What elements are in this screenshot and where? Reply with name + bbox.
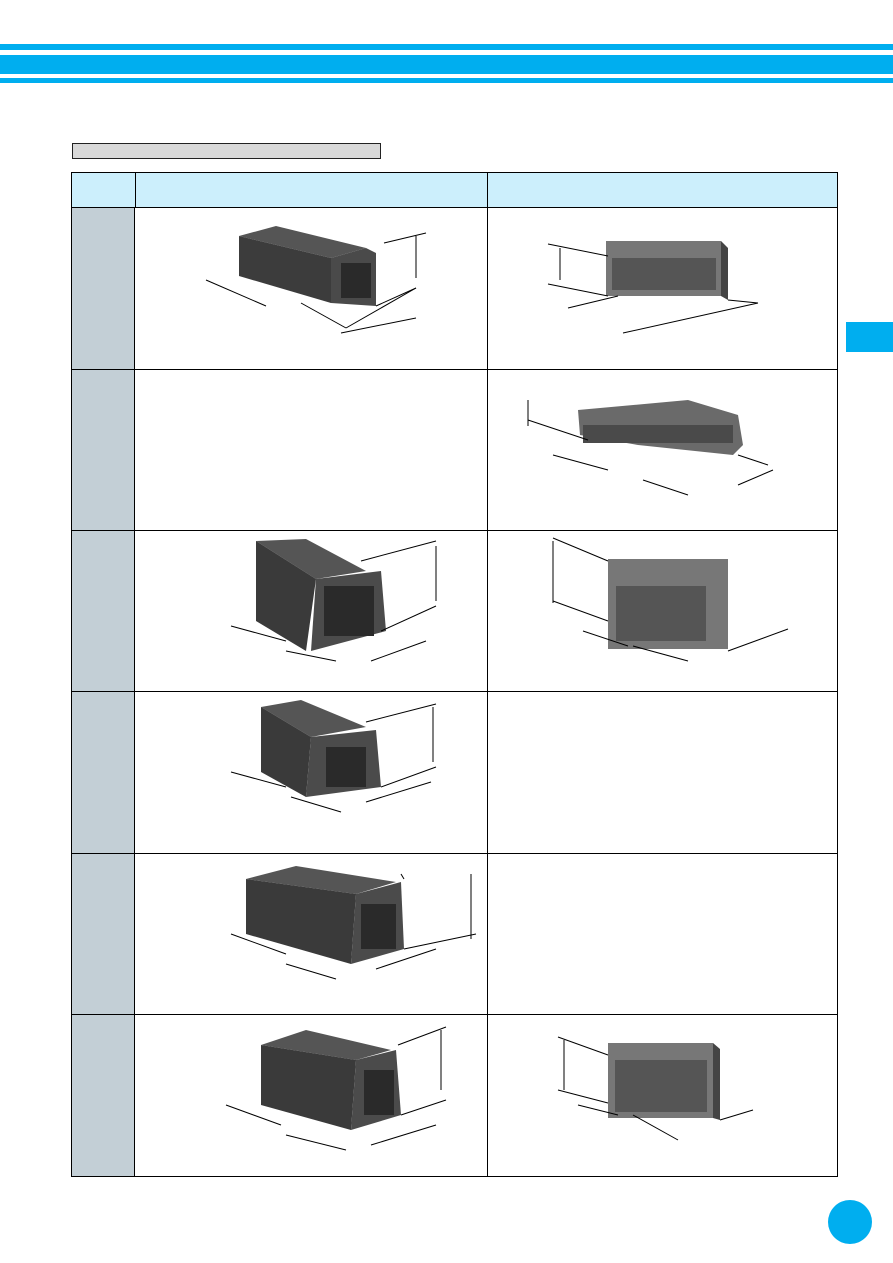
row-label-column xyxy=(72,208,135,1176)
receptacle-cell xyxy=(488,370,837,530)
connector-plug-photo xyxy=(205,226,427,334)
plug-cell xyxy=(136,692,487,853)
connector-receptacle-photo xyxy=(547,241,759,334)
receptacle-cell xyxy=(488,208,837,369)
connector-plug-photo xyxy=(230,700,437,813)
row-divider xyxy=(72,853,837,854)
connector-plug-photo xyxy=(225,1026,447,1151)
side-index-tab[interactable] xyxy=(846,322,893,352)
row-divider xyxy=(72,691,837,692)
header-stripe-middle xyxy=(0,55,893,74)
header-stripe-top xyxy=(0,44,893,50)
row-divider xyxy=(72,1014,837,1015)
connector-receptacle-photo xyxy=(552,537,789,662)
connector-table xyxy=(71,172,838,1177)
table-header-row xyxy=(72,173,837,208)
section-title-box xyxy=(72,143,381,159)
plug-cell xyxy=(136,208,487,369)
connector-receptacle-flat-photo xyxy=(527,400,774,496)
row-divider xyxy=(72,530,837,531)
connector-plug-photo xyxy=(230,866,477,980)
row-divider xyxy=(72,369,837,370)
plug-cell xyxy=(136,854,487,1014)
header-cell-no xyxy=(72,173,136,207)
header-stripe-bottom xyxy=(0,78,893,83)
plug-cell xyxy=(136,531,487,691)
receptacle-cell xyxy=(488,531,837,691)
page-number-badge xyxy=(828,1200,872,1244)
receptacle-cell xyxy=(488,1015,837,1176)
connector-receptacle-photo xyxy=(557,1036,754,1141)
plug-cell xyxy=(136,1015,487,1176)
header-cell-plug xyxy=(136,173,488,207)
column-divider xyxy=(487,173,488,1176)
connector-plug-photo xyxy=(230,539,437,662)
